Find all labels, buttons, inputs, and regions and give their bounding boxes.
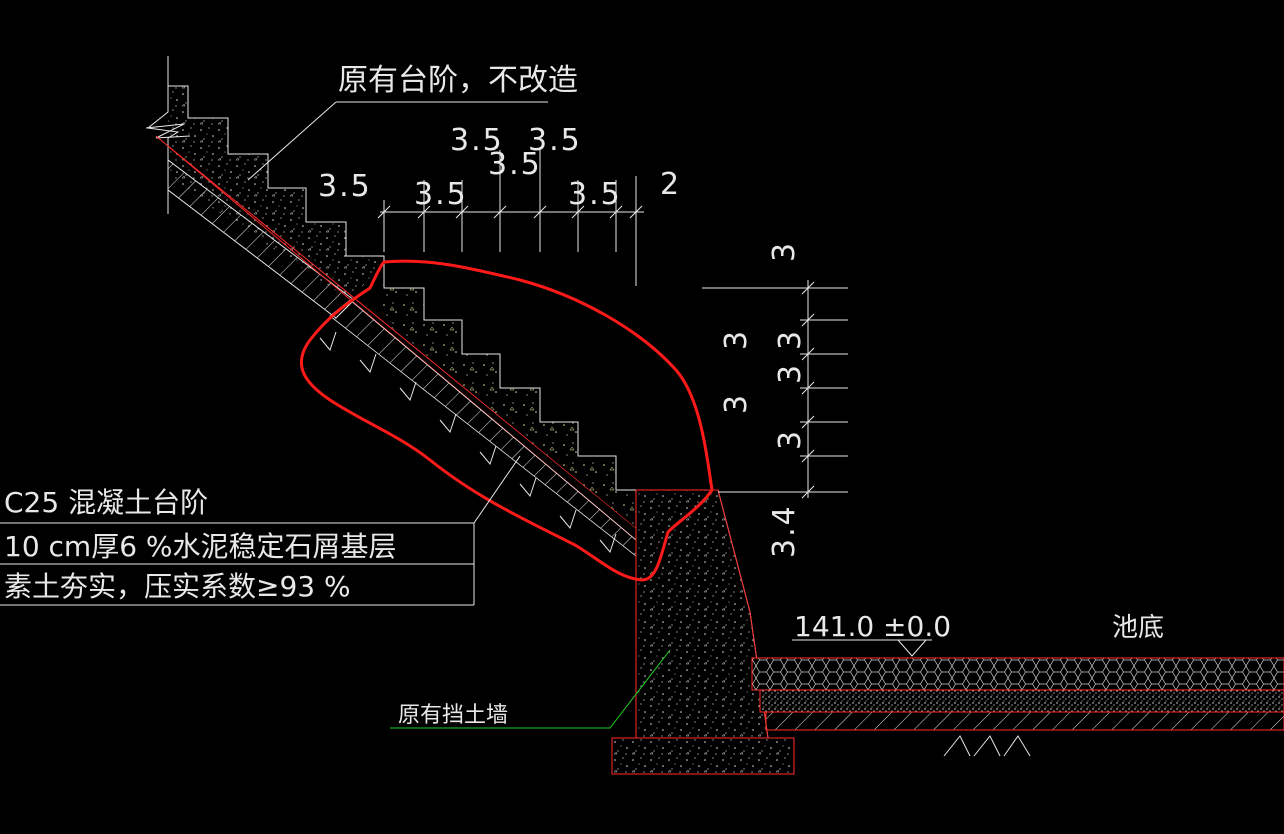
- label-c25-steps: C25 混凝土台阶: [4, 486, 208, 519]
- retaining-wall-callout: 原有挡土墙: [390, 649, 671, 729]
- label-base-layer: 10 cm厚6 %水泥稳定石屑基层: [4, 530, 397, 563]
- dim-vert-e: 3: [773, 329, 808, 350]
- compacted-soil-marks: [319, 331, 617, 554]
- dim-mid-c: 3.5: [568, 177, 622, 212]
- label-elevation: 141.0 ±0.0: [794, 610, 951, 643]
- top-dimension-group: 3.5 3.5 3.5 3.5 3.5 3.5 2: [318, 123, 681, 286]
- dim-mid-a: 3.5: [318, 169, 372, 204]
- dim-vert-d: 3: [773, 429, 808, 450]
- label-pool-bottom: 池底: [1112, 613, 1164, 643]
- dim-vert-b: 3: [719, 393, 754, 414]
- dim-top-c: 3.5: [488, 147, 542, 182]
- layer-callout: C25 混凝土台阶 10 cm厚6 %水泥稳定石屑基层 素土夯实，压实系数≥93…: [0, 455, 521, 606]
- red-markup-outline: [299, 259, 714, 582]
- dim-right-end: 2: [660, 167, 681, 202]
- existing-steps-callout: 原有台阶，不改造: [247, 63, 578, 181]
- dim-mid-b: 3.5: [414, 177, 468, 212]
- dim-vert-bottom: 3.4: [767, 504, 802, 558]
- pool-bottom-layers: [751, 657, 1284, 757]
- dim-vert-c: 3: [773, 363, 808, 384]
- elevation-mark: 141.0 ±0.0 池底: [792, 610, 1164, 657]
- retaining-wall: [611, 489, 795, 775]
- dim-vert-a: 3: [719, 329, 754, 350]
- label-retaining-wall: 原有挡土墙: [398, 703, 508, 728]
- pool-soil-marks: [943, 735, 1031, 757]
- dim-top-b: 3.5: [528, 123, 582, 158]
- label-compacted-soil: 素土夯实，压实系数≥93 %: [4, 570, 351, 603]
- vertical-dimension-group: 3 3 3 3 3 3 3.4: [702, 241, 848, 558]
- dim-vert-top: 3: [767, 241, 802, 262]
- label-existing-steps: 原有台阶，不改造: [338, 63, 578, 98]
- new-c25-steps: [319, 262, 637, 557]
- dim-top-a: 3.5: [450, 123, 504, 158]
- existing-steps: [145, 56, 385, 300]
